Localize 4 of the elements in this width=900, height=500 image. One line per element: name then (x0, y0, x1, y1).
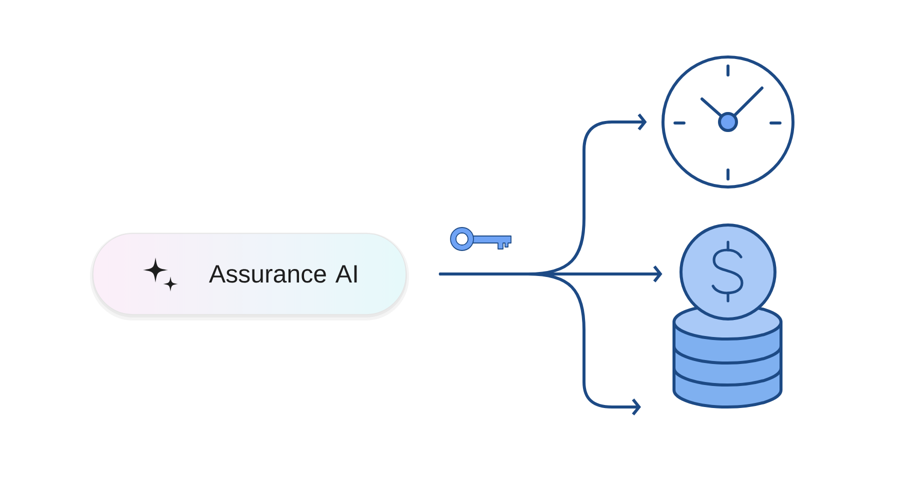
clock-picture (662, 56, 794, 188)
coin-stack-picture (672, 224, 782, 408)
arrow (438, 272, 641, 416)
pill-button: Assurance AI (90, 232, 409, 320)
